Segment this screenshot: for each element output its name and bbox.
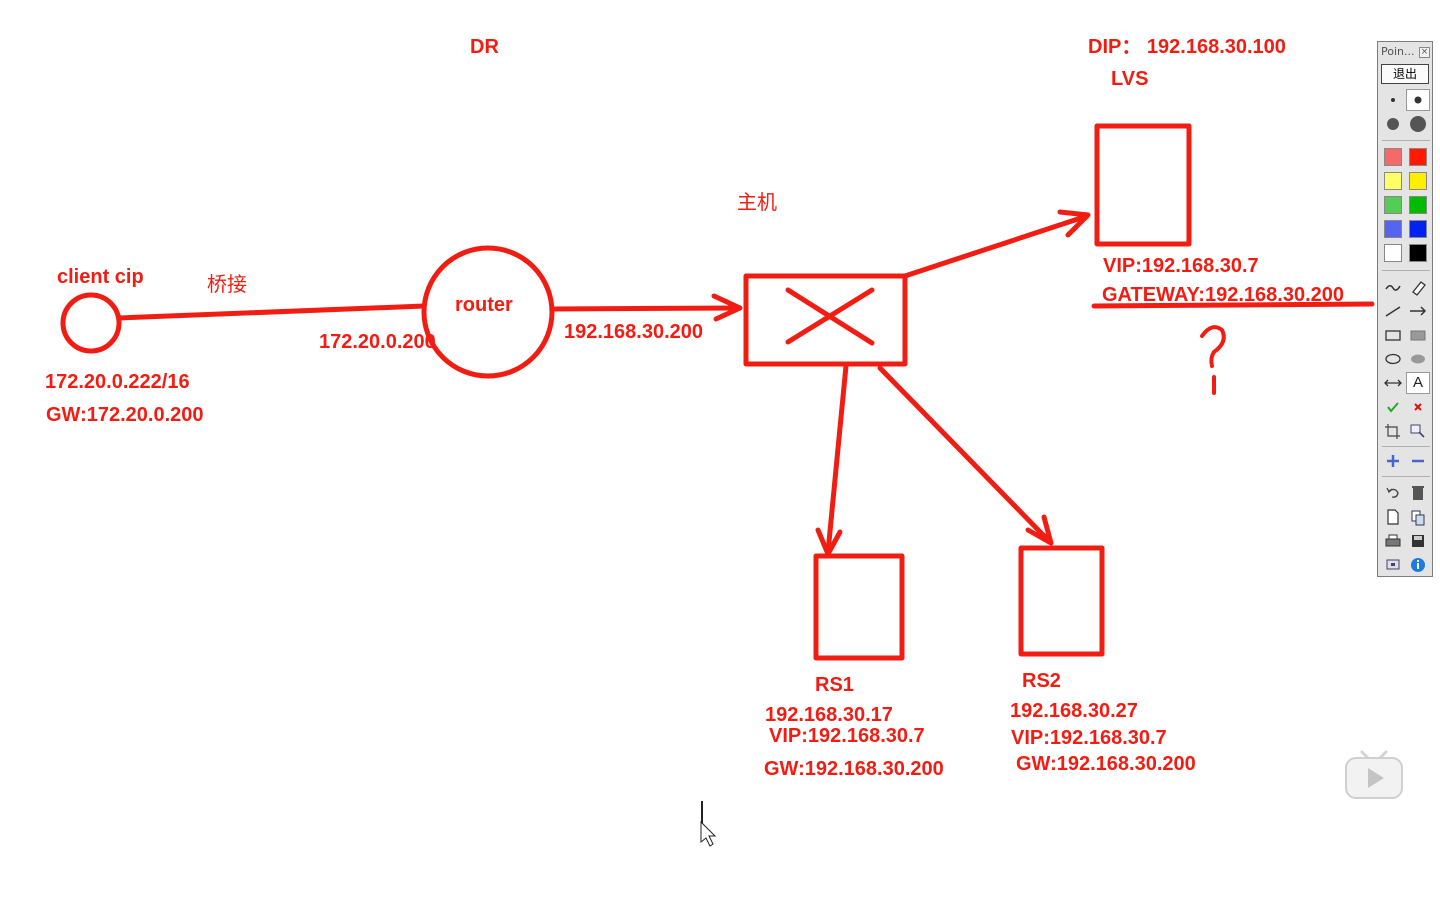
lvs-gateway: GATEWAY:192.168.30.200 — [1102, 284, 1344, 306]
text-tool-glyph: A — [1412, 374, 1423, 391]
play-button[interactable] — [1344, 748, 1404, 800]
lvs-node — [1094, 123, 1192, 247]
color-swatch-light-red[interactable] — [1384, 148, 1402, 166]
switch-to-lvs-arrow — [902, 213, 1090, 279]
undo-icon[interactable] — [1381, 482, 1405, 504]
router-to-switch-arrowhead — [711, 293, 743, 322]
pen-size-small-icon[interactable] — [1381, 89, 1405, 111]
router-label: router — [455, 294, 513, 316]
cross-icon[interactable] — [1406, 396, 1430, 418]
rs1-gw: GW:192.168.30.200 — [764, 758, 944, 780]
text-cursor — [700, 801, 717, 847]
toolbar-title: Poin... — [1381, 45, 1415, 58]
switch-to-lvs-arrowhead — [1057, 209, 1091, 238]
crop-icon[interactable] — [1381, 420, 1405, 442]
color-swatch-yellow[interactable] — [1409, 172, 1427, 190]
color-swatch-red[interactable] — [1409, 148, 1427, 166]
dip-label: DIP： 192.168.30.100 — [1088, 36, 1286, 58]
trash-icon[interactable] — [1406, 482, 1430, 504]
close-icon[interactable]: × — [1419, 47, 1430, 58]
minus-icon[interactable] — [1406, 450, 1430, 472]
text-icon[interactable]: A — [1406, 372, 1430, 394]
pen-size-large-icon[interactable] — [1381, 113, 1405, 135]
info-icon[interactable] — [1406, 554, 1430, 576]
arrow-icon[interactable] — [1406, 300, 1430, 322]
pen-size-xlarge-icon[interactable] — [1406, 113, 1430, 135]
exit-button[interactable]: 退出 — [1381, 64, 1429, 84]
switch-to-rs2-arrow — [877, 365, 1053, 545]
rs1-name: RS1 — [815, 674, 854, 696]
bridge-label: 桥接 — [207, 272, 247, 296]
switch-to-rs1-arrow — [825, 363, 849, 555]
client-ip: 172.20.0.222/16 — [45, 371, 190, 393]
save-icon[interactable] — [1406, 530, 1430, 552]
toolbar-titlebar[interactable]: Poin... × — [1380, 44, 1430, 60]
router-to-switch-arrow — [550, 305, 741, 312]
client-node — [60, 292, 122, 354]
color-swatch-green[interactable] — [1409, 196, 1427, 214]
rectangle-icon[interactable] — [1381, 324, 1405, 346]
rs1-vip: VIP:192.168.30.7 — [769, 725, 925, 747]
gateway-underline — [1091, 301, 1375, 309]
pen-icon[interactable] — [1381, 276, 1405, 298]
router-left-ip: 172.20.0.200 — [319, 331, 436, 353]
host-label: 主机 — [737, 190, 777, 214]
router-right-ip: 192.168.30.200 — [564, 321, 704, 343]
rs2-gw: GW:192.168.30.200 — [1016, 753, 1196, 775]
ellipse-icon[interactable] — [1381, 348, 1405, 370]
color-swatch-white[interactable] — [1384, 244, 1402, 262]
rs2-node — [1018, 545, 1105, 657]
toolbar-separator — [1382, 476, 1430, 477]
plus-icon[interactable] — [1381, 450, 1405, 472]
switch-to-rs2-arrowhead — [1025, 514, 1054, 546]
mode-label: DR — [470, 36, 499, 58]
bridge-link — [116, 303, 427, 321]
eraser-icon[interactable] — [1406, 276, 1430, 298]
annotation-toolbar[interactable]: Poin... × 退出 — [1377, 41, 1433, 577]
filled-ellipse-icon[interactable] — [1406, 348, 1430, 370]
toolbar-separator — [1382, 270, 1430, 271]
rs2-ip: 192.168.30.27 — [1010, 700, 1138, 722]
filled-rectangle-icon[interactable] — [1406, 324, 1430, 346]
play-icon — [1368, 768, 1384, 788]
lvs-vip: VIP:192.168.30.7 — [1103, 255, 1259, 277]
color-swatch-light-blue[interactable] — [1384, 220, 1402, 238]
question-mark-icon — [1200, 325, 1226, 368]
double-arrow-icon[interactable] — [1381, 372, 1405, 394]
print-icon[interactable] — [1381, 530, 1405, 552]
new-page-icon[interactable] — [1381, 506, 1405, 528]
client-label: client cip — [57, 266, 144, 288]
screen-icon[interactable] — [1381, 554, 1405, 576]
color-swatch-light-yellow[interactable] — [1384, 172, 1402, 190]
zoom-icon[interactable] — [1406, 420, 1430, 442]
rs2-vip: VIP:192.168.30.7 — [1011, 727, 1167, 749]
switch-node — [743, 273, 908, 367]
lvs-label: LVS — [1111, 68, 1149, 90]
client-gw: GW:172.20.0.200 — [46, 404, 204, 426]
color-swatch-blue[interactable] — [1409, 220, 1427, 238]
line-icon[interactable] — [1381, 300, 1405, 322]
rs1-ip: 192.168.30.17 — [765, 704, 893, 726]
switch-cross-icon — [785, 287, 875, 346]
check-icon[interactable] — [1381, 396, 1405, 418]
rs1-node — [813, 553, 905, 661]
toolbar-separator — [1382, 140, 1430, 141]
copy-icon[interactable] — [1406, 506, 1430, 528]
router-node — [421, 245, 555, 379]
toolbar-separator — [1382, 446, 1430, 447]
color-swatch-light-green[interactable] — [1384, 196, 1402, 214]
rs2-name: RS2 — [1022, 670, 1061, 692]
pen-size-medium-icon[interactable] — [1406, 89, 1430, 111]
color-swatch-black[interactable] — [1409, 244, 1427, 262]
